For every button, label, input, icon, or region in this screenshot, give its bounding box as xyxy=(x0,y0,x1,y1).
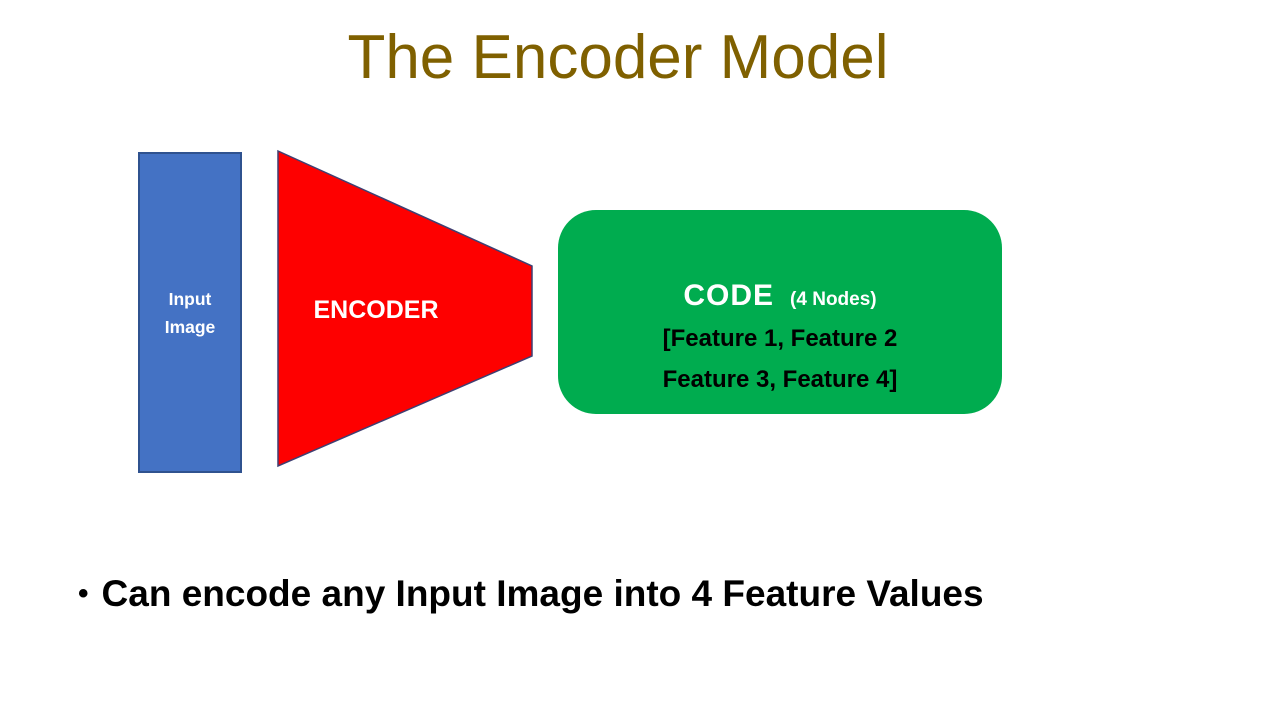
bullet-text: Can encode any Input Image into 4 Featur… xyxy=(101,573,984,614)
code-feature-line-1: [Feature 1, Feature 2 xyxy=(662,325,898,352)
bullet-point: • Can encode any Input Image into 4 Feat… xyxy=(78,570,984,618)
encoder-label: ENCODER xyxy=(313,296,439,324)
code-heading: CODE (4 Nodes) xyxy=(683,278,876,318)
bullet-marker: • xyxy=(78,577,89,610)
input-image-label-line2: Image xyxy=(164,316,216,337)
code-subtitle: (4 Nodes) xyxy=(790,289,877,310)
input-image-label-line1: Input xyxy=(168,288,212,309)
encoder-trapezoid-shape xyxy=(277,149,533,468)
code-title: CODE xyxy=(683,279,775,312)
encoder-trapezoid-polygon xyxy=(277,149,533,468)
code-feature-line-2: Feature 3, Feature 4] xyxy=(662,366,898,393)
slide-title: The Encoder Model xyxy=(347,23,889,92)
input-image-block: Input Image xyxy=(138,152,242,473)
code-block: CODE (4 Nodes) [Feature 1, Feature 2 Fea… xyxy=(558,210,1002,414)
